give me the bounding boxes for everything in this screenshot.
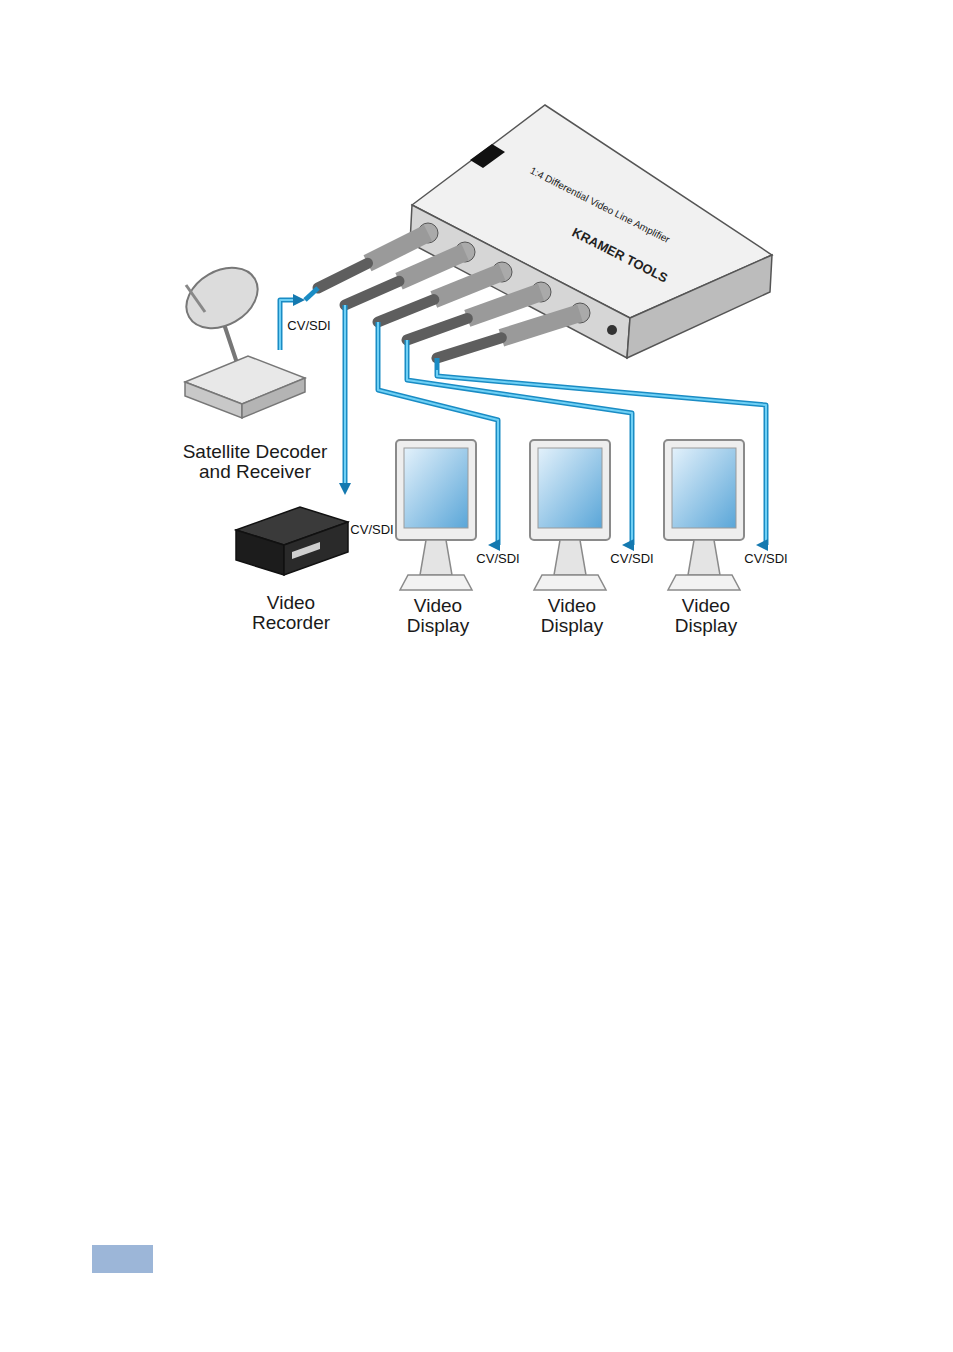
cable-stub	[435, 358, 440, 370]
signal-label: CV/SDI	[475, 551, 520, 566]
video-display: Video Display	[522, 430, 622, 638]
page-number-tab	[92, 1245, 153, 1273]
cable-line	[407, 370, 632, 545]
signal-label: CV/SDI	[286, 318, 331, 333]
signal-label: CV/SDI	[743, 551, 788, 566]
monitor-frame	[530, 440, 610, 540]
decoder-side	[242, 378, 305, 418]
cable-stub-core	[344, 305, 346, 370]
cable-core	[344, 370, 346, 485]
device-front	[410, 205, 630, 358]
amplifier-device: KRAMER TOOLS1:4 Differential Video Line …	[305, 100, 775, 370]
cable-line	[343, 370, 348, 485]
monitor-screen	[538, 448, 602, 528]
signal-label: CV/SDI	[609, 551, 654, 566]
device-label: Video Recorder	[232, 593, 350, 633]
bnc-boot	[378, 300, 434, 323]
bnc-plug	[434, 272, 502, 300]
kramer-logo	[470, 144, 505, 168]
dish-feed-arm	[186, 285, 205, 312]
cable-line	[378, 370, 498, 545]
video-cable	[407, 370, 634, 551]
bnc-boot	[345, 281, 399, 305]
cable-core	[437, 370, 766, 545]
monitor-frame	[396, 440, 476, 540]
monitor-base	[400, 575, 472, 590]
power-jack	[607, 325, 617, 335]
video-recorder: Video Recorder	[232, 495, 350, 637]
bnc-boot	[407, 318, 467, 340]
device-label: Video Display	[522, 596, 622, 636]
bnc-plug	[501, 313, 580, 338]
decoder-receiver: Satellite Decoder and Receiver	[170, 350, 340, 490]
arrow-head	[488, 539, 500, 551]
cable-core	[407, 370, 632, 545]
monitor-base	[668, 575, 740, 590]
arrow-head	[339, 483, 351, 495]
arrow-head	[622, 539, 634, 551]
cable-stub	[343, 305, 348, 370]
recorder-slot	[292, 542, 320, 559]
cable-stub	[305, 288, 318, 300]
cable-stub	[405, 340, 410, 370]
cable-line	[437, 370, 766, 545]
monitor-base	[534, 575, 606, 590]
monitor-neck	[420, 540, 452, 575]
arrow-head	[293, 294, 305, 306]
signal-label: CV/SDI	[349, 522, 394, 537]
bnc-plug	[467, 292, 541, 318]
video-display: Video Display	[656, 430, 756, 638]
cable-stub	[376, 322, 381, 370]
bnc-boot	[437, 338, 501, 358]
monitor-screen	[672, 448, 736, 528]
cable-stub-core	[406, 340, 408, 370]
device-model: 1:4 Differential Video Line Amplifier	[528, 165, 671, 245]
monitor-neck	[554, 540, 586, 575]
device-label: Video Display	[656, 596, 756, 636]
bnc-boot	[318, 263, 368, 288]
bnc-plug	[399, 252, 465, 281]
monitor-frame	[664, 440, 744, 540]
video-cable	[437, 370, 768, 551]
recorder-front	[236, 530, 284, 575]
decoder-front	[185, 382, 242, 418]
satellite-dish	[176, 256, 269, 341]
monitor-neck	[688, 540, 720, 575]
device-label: Satellite Decoder and Receiver	[170, 442, 340, 482]
video-display: Video Display	[388, 430, 488, 638]
monitor-screen	[404, 448, 468, 528]
device-label: Video Display	[388, 596, 488, 636]
recorder-side	[284, 522, 348, 575]
video-cable	[378, 370, 500, 551]
cable-core	[378, 370, 498, 545]
video-cable	[339, 370, 351, 495]
cable-stub-core	[377, 322, 379, 370]
bnc-plug	[368, 233, 429, 263]
arrow-head	[756, 539, 768, 551]
